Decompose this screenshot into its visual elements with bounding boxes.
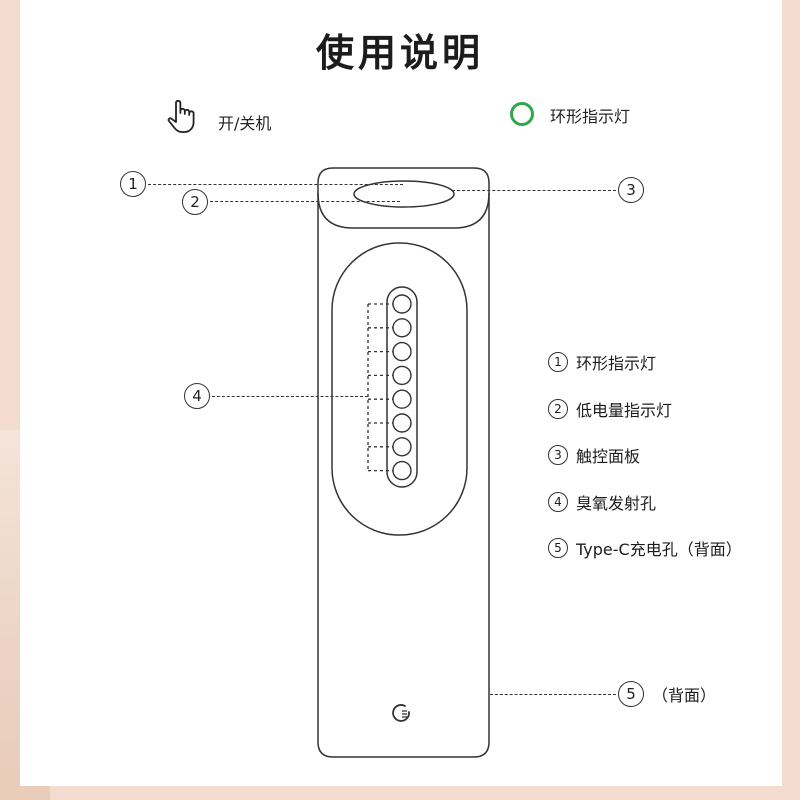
leader-3 — [452, 190, 616, 191]
ring-light-label: 环形指示灯 — [550, 107, 631, 126]
callout-2: 2 — [182, 189, 208, 215]
ozone-hole — [392, 341, 412, 362]
legend-num: 1 — [548, 352, 568, 372]
device-top-cap — [317, 167, 490, 193]
legend-label: 触控面板 — [576, 447, 641, 466]
ozone-hole — [392, 413, 412, 433]
legend-item: 4 臭氧发射孔 — [548, 490, 742, 514]
ozone-holes — [392, 294, 412, 481]
ozone-hole — [392, 437, 412, 457]
back-label: （背面） — [652, 686, 717, 705]
legend-label: 环形指示灯 — [576, 354, 657, 373]
callout-3: 3 — [618, 177, 644, 203]
ozone-hole — [392, 460, 412, 481]
legend-num: 3 — [548, 445, 568, 465]
leader-1 — [148, 184, 403, 185]
page-title: 使用说明 — [315, 31, 484, 75]
legend-num: 2 — [548, 398, 568, 419]
hole-bracket — [367, 303, 393, 472]
legend-num: 5 — [548, 538, 568, 558]
front-window — [331, 242, 468, 536]
device-body — [317, 193, 490, 758]
callout-1: 1 — [120, 171, 146, 197]
ozone-hole — [392, 365, 412, 386]
callout-4: 4 — [184, 383, 210, 409]
legend-label: 低电量指示灯 — [576, 400, 673, 420]
legend-num: 4 — [548, 491, 568, 512]
ozone-hole — [392, 389, 412, 409]
legend-item: 5 Type-C充电孔（背面） — [548, 536, 742, 560]
hand-pointer-icon — [167, 100, 195, 133]
leader-4 — [212, 396, 368, 397]
ozone-hole — [392, 318, 412, 338]
legend-item: 2 低电量指示灯 — [548, 397, 742, 421]
device-cap-rim — [317, 192, 490, 229]
legend-item: 1 环形指示灯 — [548, 350, 742, 374]
power-label: 开/关机 — [218, 114, 272, 133]
instruction-card — [20, 0, 782, 786]
hole-strip — [386, 286, 418, 488]
leader-2 — [210, 201, 400, 202]
callout-5: 5 — [618, 681, 644, 707]
ring-light-icon — [510, 102, 534, 126]
leader-5 — [490, 694, 616, 695]
legend-item: 3 触控面板 — [548, 443, 742, 467]
power-button-icon — [392, 704, 410, 722]
legend-label: 臭氧发射孔 — [576, 493, 657, 513]
touch-panel — [353, 180, 455, 208]
ozone-hole — [392, 294, 412, 314]
parts-legend: 1 环形指示灯 2 低电量指示灯 3 触控面板 4 臭氧发射孔 5 Type-C… — [548, 350, 742, 583]
legend-label: Type-C充电孔（背面） — [576, 540, 742, 559]
